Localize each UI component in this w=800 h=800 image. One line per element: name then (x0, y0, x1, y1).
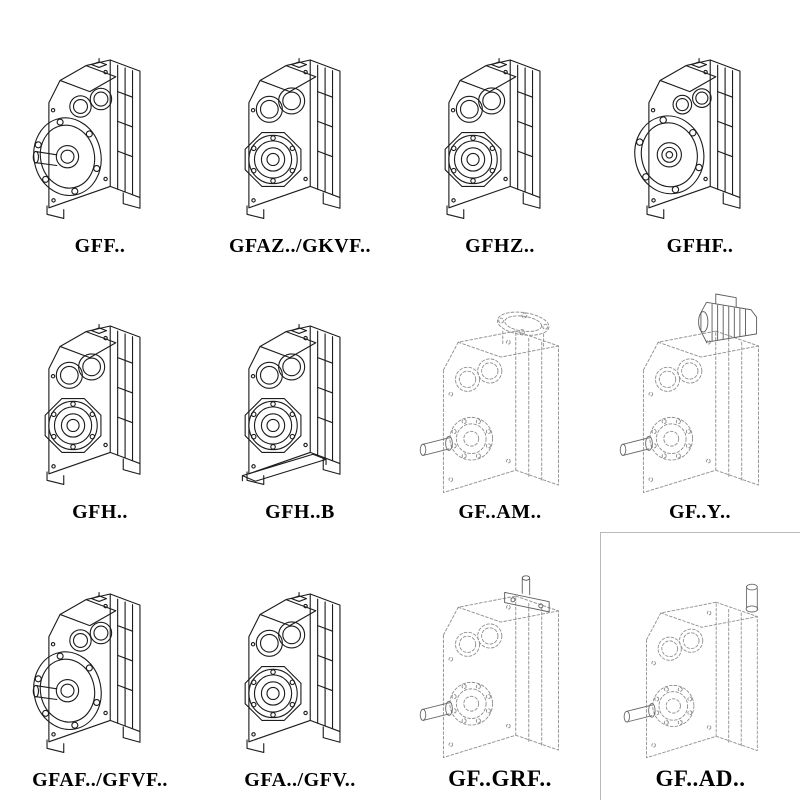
model-label: GFHF.. (666, 235, 734, 257)
gearbox-drawing-gf-ad (613, 554, 789, 764)
product-cell-gfhf: GFHF.. (600, 0, 800, 266)
gearbox-drawing-gfa-gfv (221, 553, 379, 767)
model-label: GFH.. (72, 501, 128, 523)
gearbox-drawing-gfhz (421, 19, 579, 233)
model-label: GFHZ.. (465, 235, 535, 257)
model-label: GF..AM.. (458, 501, 542, 523)
gearbox-drawing-gff (21, 19, 179, 233)
product-cell-gf-am: GF..AM.. (400, 266, 600, 532)
product-cell-gfaf-gfvf: GFAF../GFVF.. (0, 532, 200, 800)
gearbox-drawing-gfaf-gfvf (21, 553, 179, 767)
gearbox-drawing-gfaz-gkvf (221, 19, 379, 233)
model-label: GFA../GFV.. (244, 769, 356, 791)
gearbox-drawing-gfh (21, 285, 179, 499)
gearbox-drawing-gfhf (621, 19, 779, 233)
product-cell-gfaz-gkvf: GFAZ../GKVF.. (200, 0, 400, 266)
gearbox-drawing-gf-am (408, 281, 592, 499)
product-cell-gf-y: GF..Y.. (600, 266, 800, 532)
product-cell-gf-ad: GF..AD.. (600, 532, 800, 800)
model-label: GFH..B (265, 501, 335, 523)
model-label: GFAF../GFVF.. (32, 769, 168, 791)
product-cell-gfhz: GFHZ.. (400, 0, 600, 266)
gearbox-drawing-gf-y (608, 281, 792, 499)
product-cell-gff: GFF.. (0, 0, 200, 266)
model-label: GFAZ../GKVF.. (228, 235, 372, 257)
model-label: GF..AD.. (655, 766, 746, 791)
model-label: GF..Y.. (668, 501, 732, 523)
model-label: GFF.. (74, 235, 126, 257)
gearbox-drawing-gfh-b (221, 285, 379, 499)
product-cell-gfa-gfv: GFA../GFV.. (200, 532, 400, 800)
model-label: GF..GRF.. (448, 766, 552, 791)
product-cell-gfh-b: GFH..B (200, 266, 400, 532)
product-cell-gf-grf: GF..GRF.. (400, 532, 600, 800)
gearbox-drawing-gf-grf (408, 546, 592, 764)
product-cell-gfh: GFH.. (0, 266, 200, 532)
